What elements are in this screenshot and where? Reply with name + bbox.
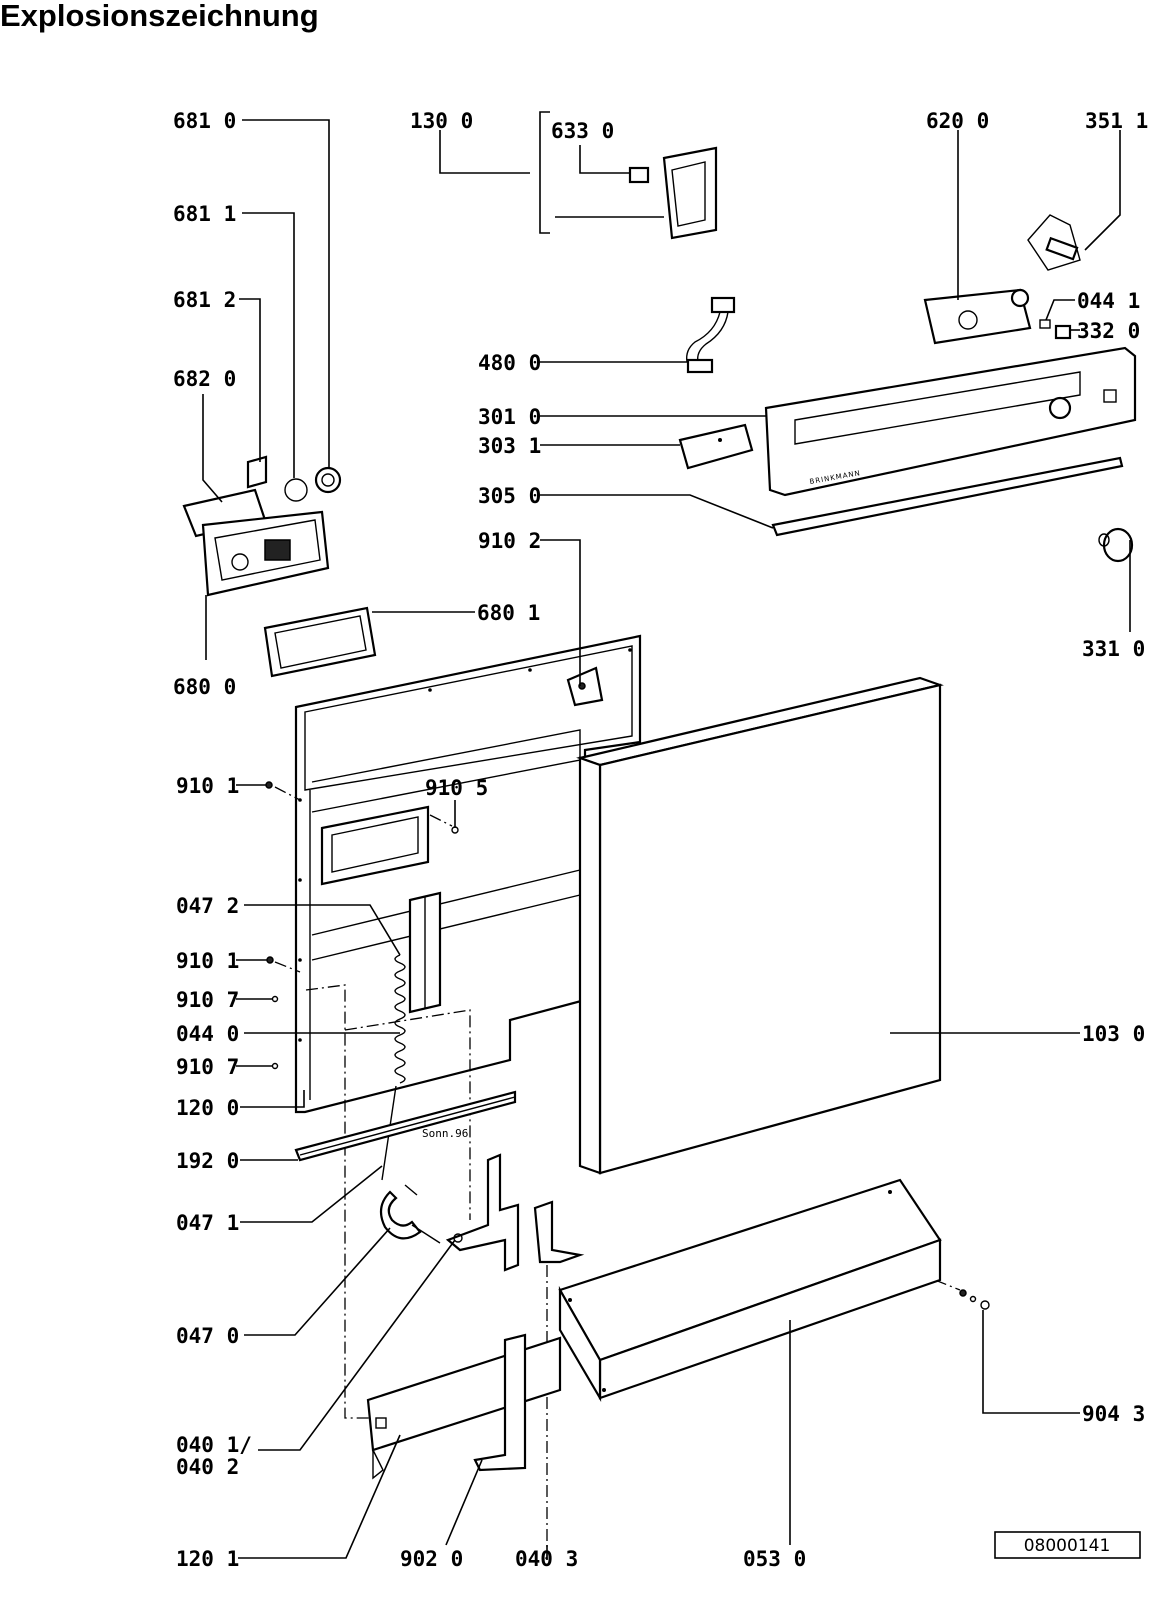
label-902-0: 902 0 bbox=[400, 1547, 463, 1571]
label-620-0: 620 0 bbox=[926, 109, 989, 133]
label-681-1: 681 1 bbox=[173, 202, 236, 226]
label-120-1: 120 1 bbox=[176, 1547, 239, 1571]
frame-hinge-910-2 bbox=[566, 666, 604, 707]
label-910-2: 910 2 bbox=[478, 529, 541, 553]
wire-harness bbox=[685, 296, 736, 374]
bottom-rail: Sonn.96 bbox=[294, 1090, 517, 1162]
stamp-text: Sonn.96 bbox=[422, 1127, 468, 1140]
label-910-5: 910 5 bbox=[425, 776, 488, 800]
label-680-1: 680 1 bbox=[477, 601, 540, 625]
label-040-2: 040 2 bbox=[176, 1455, 239, 1479]
dispenser-unit bbox=[182, 488, 330, 597]
label-301-0: 301 0 bbox=[478, 405, 541, 429]
inner-door-panel bbox=[294, 634, 642, 1114]
screw-904-3 bbox=[959, 1289, 990, 1310]
label-480-0: 480 0 bbox=[478, 351, 541, 375]
label-044-1: 044 1 bbox=[1077, 289, 1140, 313]
label-120-0: 120 0 bbox=[176, 1096, 239, 1120]
label-040-1: 040 1/ bbox=[176, 1433, 252, 1457]
label-047-0: 047 0 bbox=[176, 1324, 239, 1348]
door-lock bbox=[628, 146, 718, 240]
trim-strip bbox=[771, 456, 1124, 537]
label-192-0: 192 0 bbox=[176, 1149, 239, 1173]
plinth-bracket bbox=[473, 1333, 527, 1472]
drawing-number: 08000141 bbox=[1024, 1536, 1111, 1556]
drawing-number-box: 08000141 bbox=[994, 1531, 1141, 1559]
label-910-7-bottom: 910 7 bbox=[176, 1055, 239, 1079]
small-parts-681 bbox=[246, 455, 342, 502]
label-053-0: 053 0 bbox=[743, 1547, 806, 1571]
label-904-3: 904 3 bbox=[1082, 1402, 1145, 1426]
label-351-1: 351 1 bbox=[1085, 109, 1148, 133]
label-681-2: 681 2 bbox=[173, 288, 236, 312]
knob-shaft bbox=[1027, 214, 1081, 271]
panel-button bbox=[678, 423, 754, 470]
label-680-0: 680 0 bbox=[173, 675, 236, 699]
latch-bracket bbox=[445, 1153, 520, 1272]
label-040-3: 040 3 bbox=[515, 1547, 578, 1571]
label-331-0: 331 0 bbox=[1082, 637, 1145, 661]
label-910-1-top: 910 1 bbox=[176, 774, 239, 798]
vertical-rail bbox=[408, 891, 442, 1014]
bracket-040-3 bbox=[533, 1200, 585, 1264]
program-selector bbox=[923, 288, 1032, 345]
label-103-0: 103 0 bbox=[1082, 1022, 1145, 1046]
control-panel: BRINKMANN bbox=[764, 346, 1137, 497]
leader-lines bbox=[202, 111, 1131, 1560]
outer-door bbox=[576, 676, 944, 1175]
knob-331-0 bbox=[1098, 527, 1134, 563]
label-910-1-bottom: 910 1 bbox=[176, 949, 239, 973]
inner-panel-window bbox=[320, 805, 430, 886]
label-681-0: 681 0 bbox=[173, 109, 236, 133]
page-title: Explosionszeichnung bbox=[0, 0, 319, 33]
label-332-0: 332 0 bbox=[1077, 319, 1140, 343]
hinge-bracket bbox=[379, 1184, 441, 1244]
label-047-2: 047 2 bbox=[176, 894, 239, 918]
label-682-0: 682 0 bbox=[173, 367, 236, 391]
label-633-0: 633 0 bbox=[551, 119, 614, 143]
label-047-1: 047 1 bbox=[176, 1211, 239, 1235]
part-labels: 681 0 681 1 681 2 682 0 680 0 680 1 130 … bbox=[173, 109, 1148, 1571]
label-303-1: 303 1 bbox=[478, 434, 541, 458]
assembly-lines bbox=[274, 786, 961, 1560]
label-305-0: 305 0 bbox=[478, 484, 541, 508]
label-130-0: 130 0 bbox=[410, 109, 473, 133]
label-044-0: 044 0 bbox=[176, 1022, 239, 1046]
parts-044-332 bbox=[1039, 319, 1072, 340]
label-910-7-top: 910 7 bbox=[176, 988, 239, 1012]
seal-680-1 bbox=[263, 606, 377, 678]
base-cover bbox=[558, 1178, 942, 1403]
kick-plate bbox=[366, 1336, 562, 1480]
